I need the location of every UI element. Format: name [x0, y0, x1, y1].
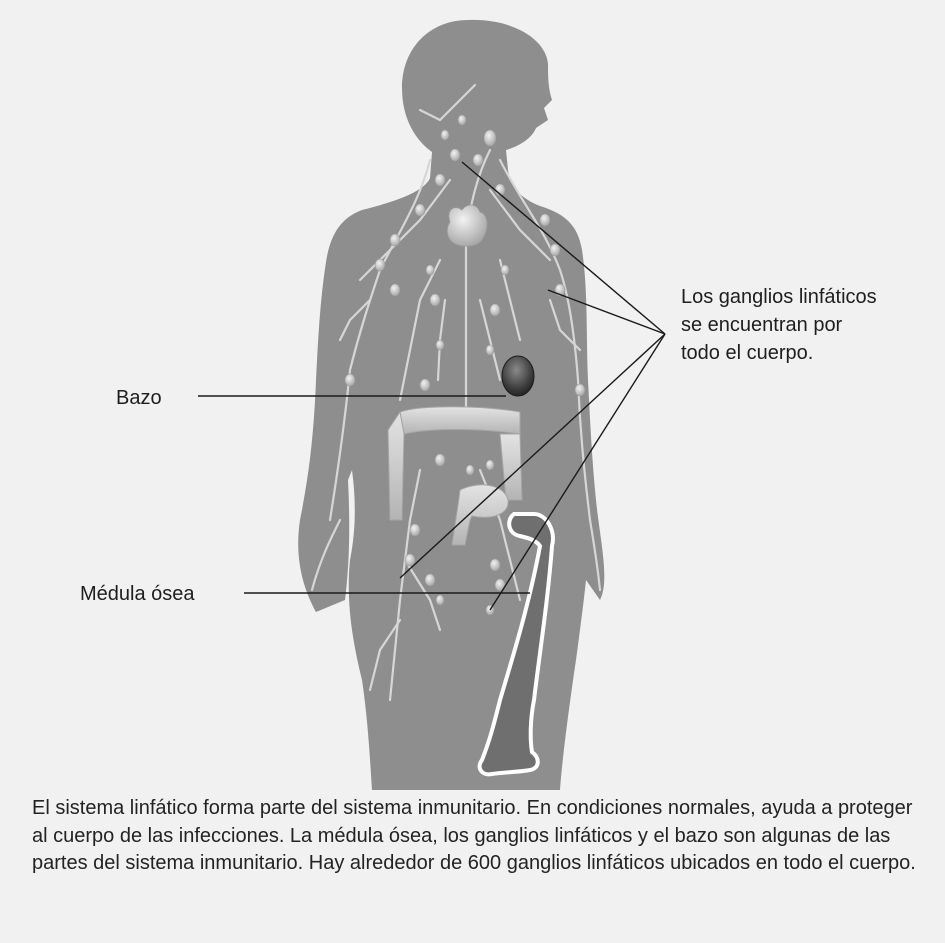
- bone-marrow-label: Médula ósea: [80, 580, 195, 608]
- spleen: [502, 356, 534, 396]
- figure-caption: El sistema linfático forma parte del sis…: [32, 795, 922, 878]
- body-silhouette: [298, 20, 604, 790]
- spleen-label: Bazo: [116, 384, 162, 412]
- lymph-nodes-label: Los ganglios linfáticos se encuentran po…: [681, 283, 881, 367]
